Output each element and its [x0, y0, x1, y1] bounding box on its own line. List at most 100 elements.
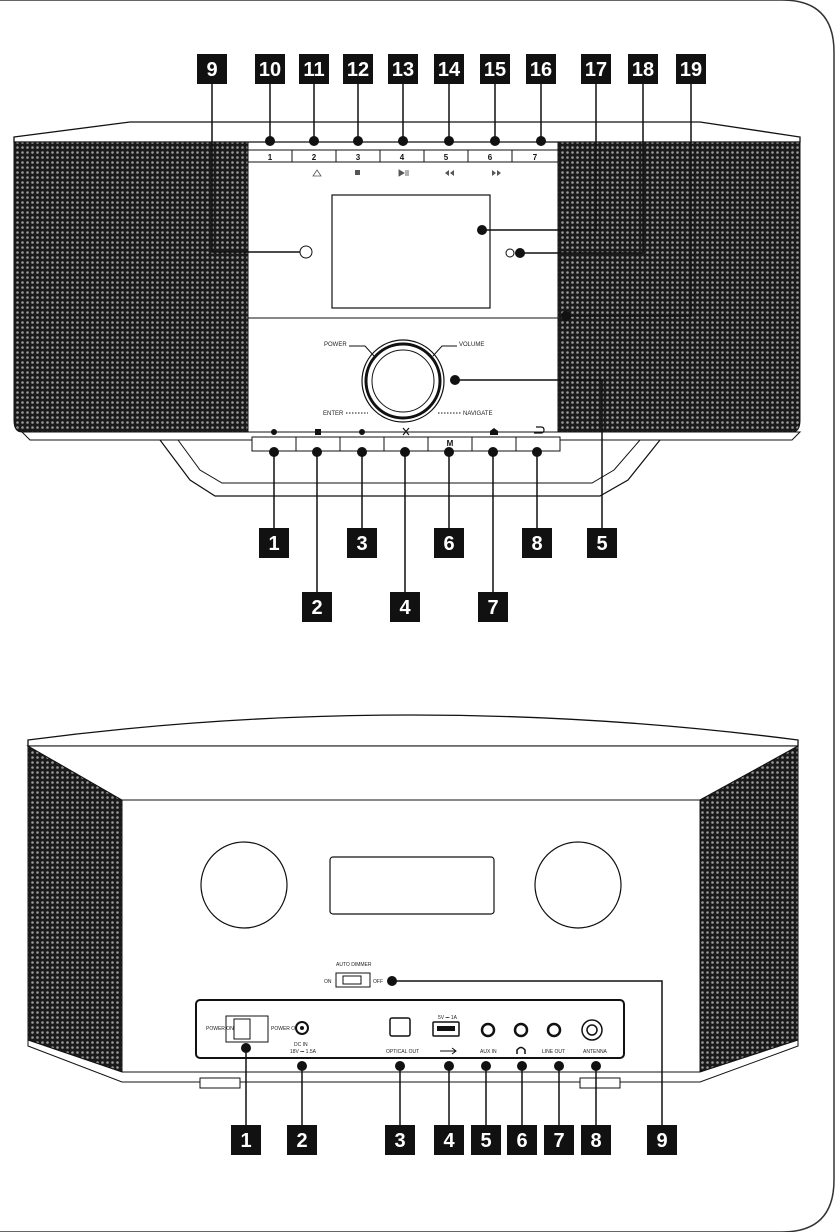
badge-15 — [480, 54, 510, 84]
aux-in-port[interactable] — [480, 1022, 496, 1038]
badge-14 — [434, 54, 464, 84]
front-badges-top: 9 10 11 12 13 14 15 16 17 18 19 — [197, 54, 706, 84]
usb-tongue — [437, 1026, 455, 1031]
rear-badge-label-6: 6 — [516, 1130, 527, 1152]
dc-spec-label: 18V ⎓ 1.5A — [290, 1049, 317, 1055]
badge-label-1: 1 — [268, 533, 279, 555]
preset-label-5: 5 — [444, 153, 449, 162]
badge-19 — [676, 54, 706, 84]
enter-label: ENTER — [323, 411, 344, 417]
rear-badge-label-8: 8 — [590, 1130, 601, 1152]
power-on-label: POWER ON — [206, 1026, 234, 1032]
badge-label-9: 9 — [206, 59, 217, 81]
bluetooth-icon — [402, 427, 410, 436]
display-screen — [331, 194, 491, 309]
fast-forward-icon — [492, 170, 501, 176]
auto-dimmer-slider — [342, 975, 362, 985]
right-bass-port — [534, 841, 622, 929]
badge-label-13: 13 — [392, 59, 414, 81]
preset-label-6: 6 — [488, 153, 493, 162]
badge-5 — [587, 528, 617, 558]
rear-badge-label-5: 5 — [480, 1130, 491, 1152]
antenna-label: ANTENNA — [583, 1049, 608, 1055]
optical-out-label: OPTICAL OUT — [386, 1049, 419, 1055]
rear-foot-right — [579, 1077, 621, 1089]
headphone-port[interactable] — [513, 1022, 529, 1038]
volume-leader — [432, 345, 457, 357]
optical-out-port[interactable] — [389, 1017, 411, 1037]
badge-1 — [259, 528, 289, 558]
badge-16 — [526, 54, 556, 84]
preset-button-7[interactable] — [511, 149, 559, 163]
right-speaker-grille — [557, 141, 801, 433]
light-sensor — [505, 248, 515, 258]
badge-10 — [255, 54, 285, 84]
badge-label-10: 10 — [259, 59, 281, 81]
badge-9 — [197, 54, 227, 84]
front-badges-bottom: 1 2 3 4 5 6 7 8 — [259, 528, 617, 622]
favorite-icon — [315, 429, 321, 435]
badge-12 — [343, 54, 373, 84]
rear-base — [27, 1039, 799, 1083]
preset-buttons: 1 2 3 4 5 6 7 — [247, 149, 559, 163]
badge-4 — [390, 592, 420, 622]
badge-label-3: 3 — [356, 533, 367, 555]
preset-label-4: 4 — [400, 153, 405, 162]
badge-17 — [581, 54, 611, 84]
knob-inner — [371, 349, 435, 413]
left-speaker-grille — [13, 141, 249, 433]
front-base-strip — [20, 431, 802, 441]
rear-badge-label-1: 1 — [240, 1130, 251, 1152]
badge-label-4: 4 — [399, 597, 411, 619]
rear-foot-left — [199, 1077, 241, 1089]
ir-sensor — [299, 245, 313, 259]
antenna-inner — [586, 1024, 598, 1036]
dc-in-label: DC IN — [294, 1042, 308, 1048]
front-callouts-bottom — [273, 379, 603, 592]
volume-label: VOLUME — [459, 342, 484, 348]
stop-icon — [355, 170, 360, 175]
badge-11 — [299, 54, 329, 84]
usb-spec-label: 5V ⎓ 1A — [438, 1015, 458, 1021]
power-label: POWER — [324, 342, 347, 348]
rear-badges: 1 2 3 4 5 6 7 8 9 — [231, 1125, 677, 1155]
dc-in-pin — [300, 1026, 304, 1030]
dimmer-off-label: OFF — [373, 979, 383, 985]
rear-callout-dots — [241, 976, 601, 1071]
preset-label-1: 1 — [268, 153, 273, 162]
back-arrow-icon — [534, 426, 545, 434]
line-out-port[interactable] — [546, 1022, 562, 1038]
eject-icon — [312, 169, 322, 177]
rear-window — [329, 856, 495, 915]
power-leader — [349, 345, 375, 357]
rear-view: AUTO DIMMER ON OFF POWER ON POWER OFF DC… — [26, 714, 799, 1155]
rear-badge-label-9: 9 — [656, 1130, 667, 1152]
badge-8 — [522, 528, 552, 558]
power-icon — [271, 429, 277, 435]
badge-label-16: 16 — [530, 59, 552, 81]
front-callouts-top — [211, 82, 692, 317]
rear-badge-label-2: 2 — [296, 1130, 307, 1152]
front-callout-dots-bottom — [269, 375, 542, 457]
front-stand-inner — [177, 439, 641, 484]
rewind-icon — [445, 170, 454, 176]
aux-in-label: AUX IN — [480, 1049, 497, 1055]
badge-label-15: 15 — [484, 59, 506, 81]
headphone-icon — [516, 1046, 526, 1054]
mode-m-label: M — [447, 439, 454, 448]
badge-label-11: 11 — [303, 59, 324, 81]
badge-6 — [434, 528, 464, 558]
home-icon — [490, 428, 498, 435]
dimmer-on-label: ON — [324, 979, 332, 985]
badge-2 — [302, 592, 332, 622]
rear-right-grille — [699, 745, 799, 1073]
info-icon — [359, 429, 365, 435]
play-pause-icon — [398, 169, 409, 177]
badge-7 — [478, 592, 508, 622]
badge-label-14: 14 — [438, 59, 461, 81]
badge-label-2: 2 — [311, 597, 322, 619]
rear-left-grille — [27, 745, 123, 1073]
badge-label-5: 5 — [596, 533, 607, 555]
usb-icon — [440, 1047, 457, 1055]
